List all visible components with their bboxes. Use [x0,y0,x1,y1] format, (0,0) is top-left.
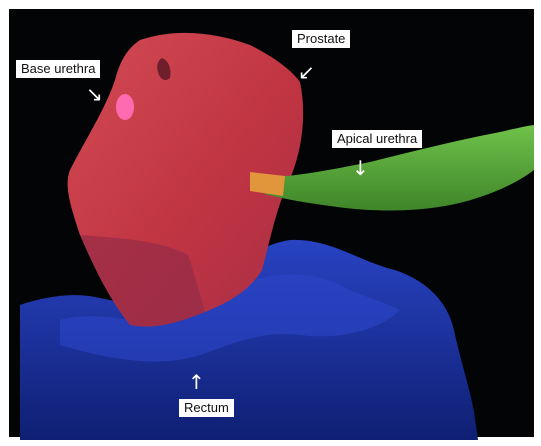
prostate-label: Prostate [292,30,350,48]
apical-urethra-label: Apical urethra [332,130,422,148]
apical-urethra-arrow-icon: ↓ [352,158,369,178]
base-urethra-label: Base urethra [16,60,100,78]
base-urethra-arrow-icon: ↘ [86,84,103,104]
rectum-label: Rectum [179,399,234,417]
prostate-arrow-icon: ↙ [298,62,315,82]
rectum-arrow-icon: ↑ [188,372,205,392]
base-urethra-shape [116,94,134,120]
